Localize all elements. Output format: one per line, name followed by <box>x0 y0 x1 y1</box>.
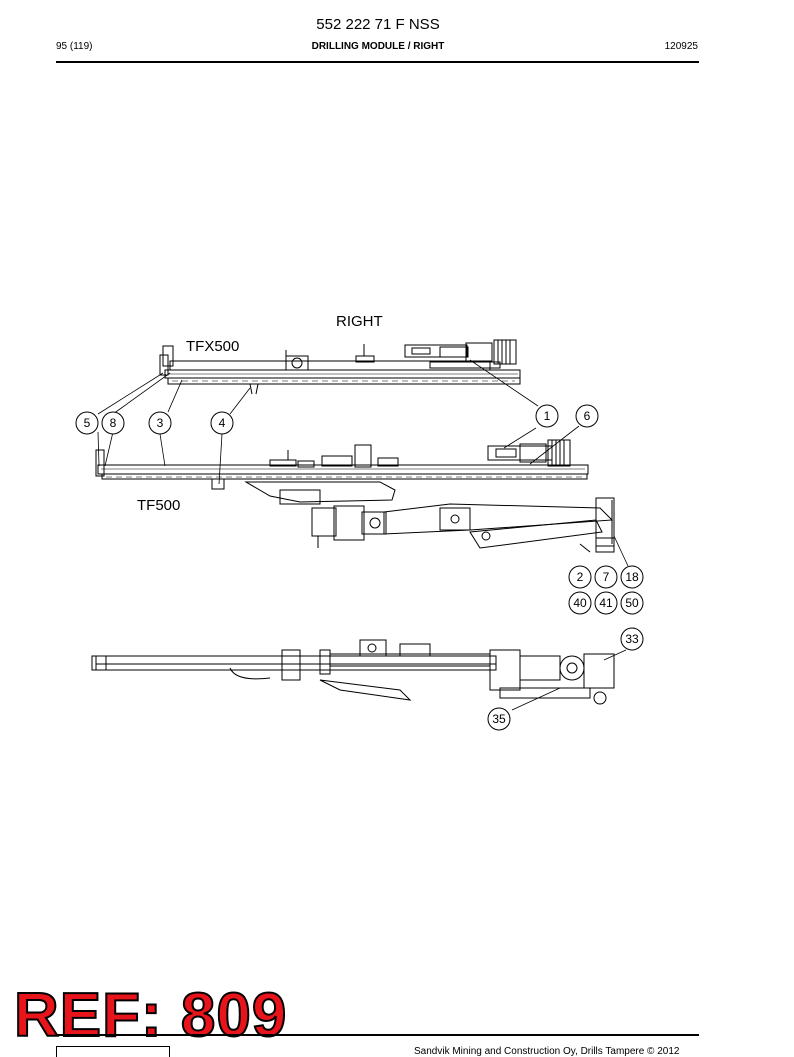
callout-50: 50 <box>625 596 639 610</box>
tfx500-label: TFX500 <box>186 338 240 355</box>
callout-33: 33 <box>625 632 639 646</box>
callout-40: 40 <box>573 596 587 610</box>
document-date: 120925 <box>664 41 698 52</box>
tfx500-feed-assembly <box>159 339 521 395</box>
tf500-label: TF500 <box>137 497 181 514</box>
callout-8: 8 <box>110 416 117 430</box>
callout-6: 6 <box>584 409 591 423</box>
footer-copyright: Sandvik Mining and Construction Oy, Dril… <box>414 1046 680 1057</box>
ref-watermark: REF: 809 <box>13 981 288 1050</box>
boom-assembly <box>244 481 615 553</box>
callout-circle <box>620 591 644 615</box>
callout-3: 3 <box>157 416 164 430</box>
callout-circle <box>620 565 644 589</box>
callout-labels: 5 8 3 4 1 6 2 7 18 40 41 50 33 35 <box>84 409 639 726</box>
header-rule <box>56 61 699 63</box>
callout-circle <box>620 627 644 651</box>
company-logo <box>56 1046 170 1057</box>
callout-7: 7 <box>603 570 610 584</box>
callout-circle <box>594 591 618 615</box>
callout-35: 35 <box>492 712 506 726</box>
callout-circle <box>487 707 511 731</box>
callout-circle <box>101 411 125 435</box>
callout-circle <box>75 411 99 435</box>
callout-circle <box>535 404 559 428</box>
callout-circle <box>148 411 172 435</box>
callout-2: 2 <box>577 570 584 584</box>
leader-lines <box>97 359 629 711</box>
callout-41: 41 <box>599 596 613 610</box>
section-title: DRILLING MODULE / RIGHT <box>311 41 445 52</box>
callout-1: 1 <box>544 409 551 423</box>
callout-circle <box>210 411 234 435</box>
footer-rule <box>56 1034 699 1036</box>
callout-circle <box>575 404 599 428</box>
callout-4: 4 <box>219 416 226 430</box>
callout-group <box>75 404 644 731</box>
view-label: RIGHT <box>336 313 383 330</box>
callout-18: 18 <box>625 570 639 584</box>
document-number: 552 222 71 F NSS <box>316 16 440 33</box>
callout-circle <box>594 565 618 589</box>
callout-5: 5 <box>84 416 91 430</box>
page-number: 95 (119) <box>56 41 93 52</box>
callout-circle <box>568 565 592 589</box>
callout-circle <box>568 591 592 615</box>
bottom-view-assembly <box>91 639 615 705</box>
